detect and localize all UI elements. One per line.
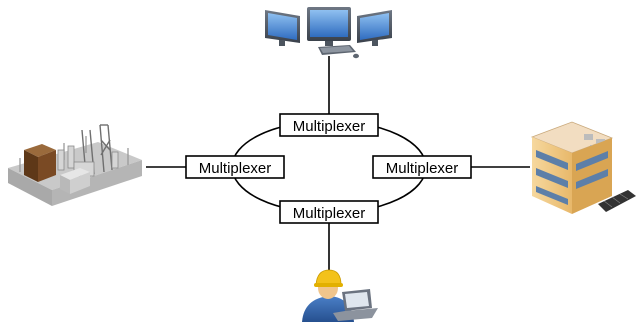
workstation-monitors-icon [265, 7, 392, 59]
engineer-laptop-icon [302, 269, 378, 322]
multiplexer-right: Multiplexer [372, 155, 472, 179]
multiplexer-bottom: Multiplexer [279, 200, 379, 224]
substation-icon [8, 124, 142, 206]
multiplexer-bottom-label: Multiplexer [293, 205, 366, 222]
multiplexer-right-label: Multiplexer [386, 160, 459, 177]
multiplexer-left: Multiplexer [185, 155, 285, 179]
multiplexer-left-label: Multiplexer [199, 160, 272, 177]
office-building-icon [530, 121, 636, 214]
multiplexer-top: Multiplexer [279, 113, 379, 137]
multiplexer-top-label: Multiplexer [293, 118, 366, 135]
